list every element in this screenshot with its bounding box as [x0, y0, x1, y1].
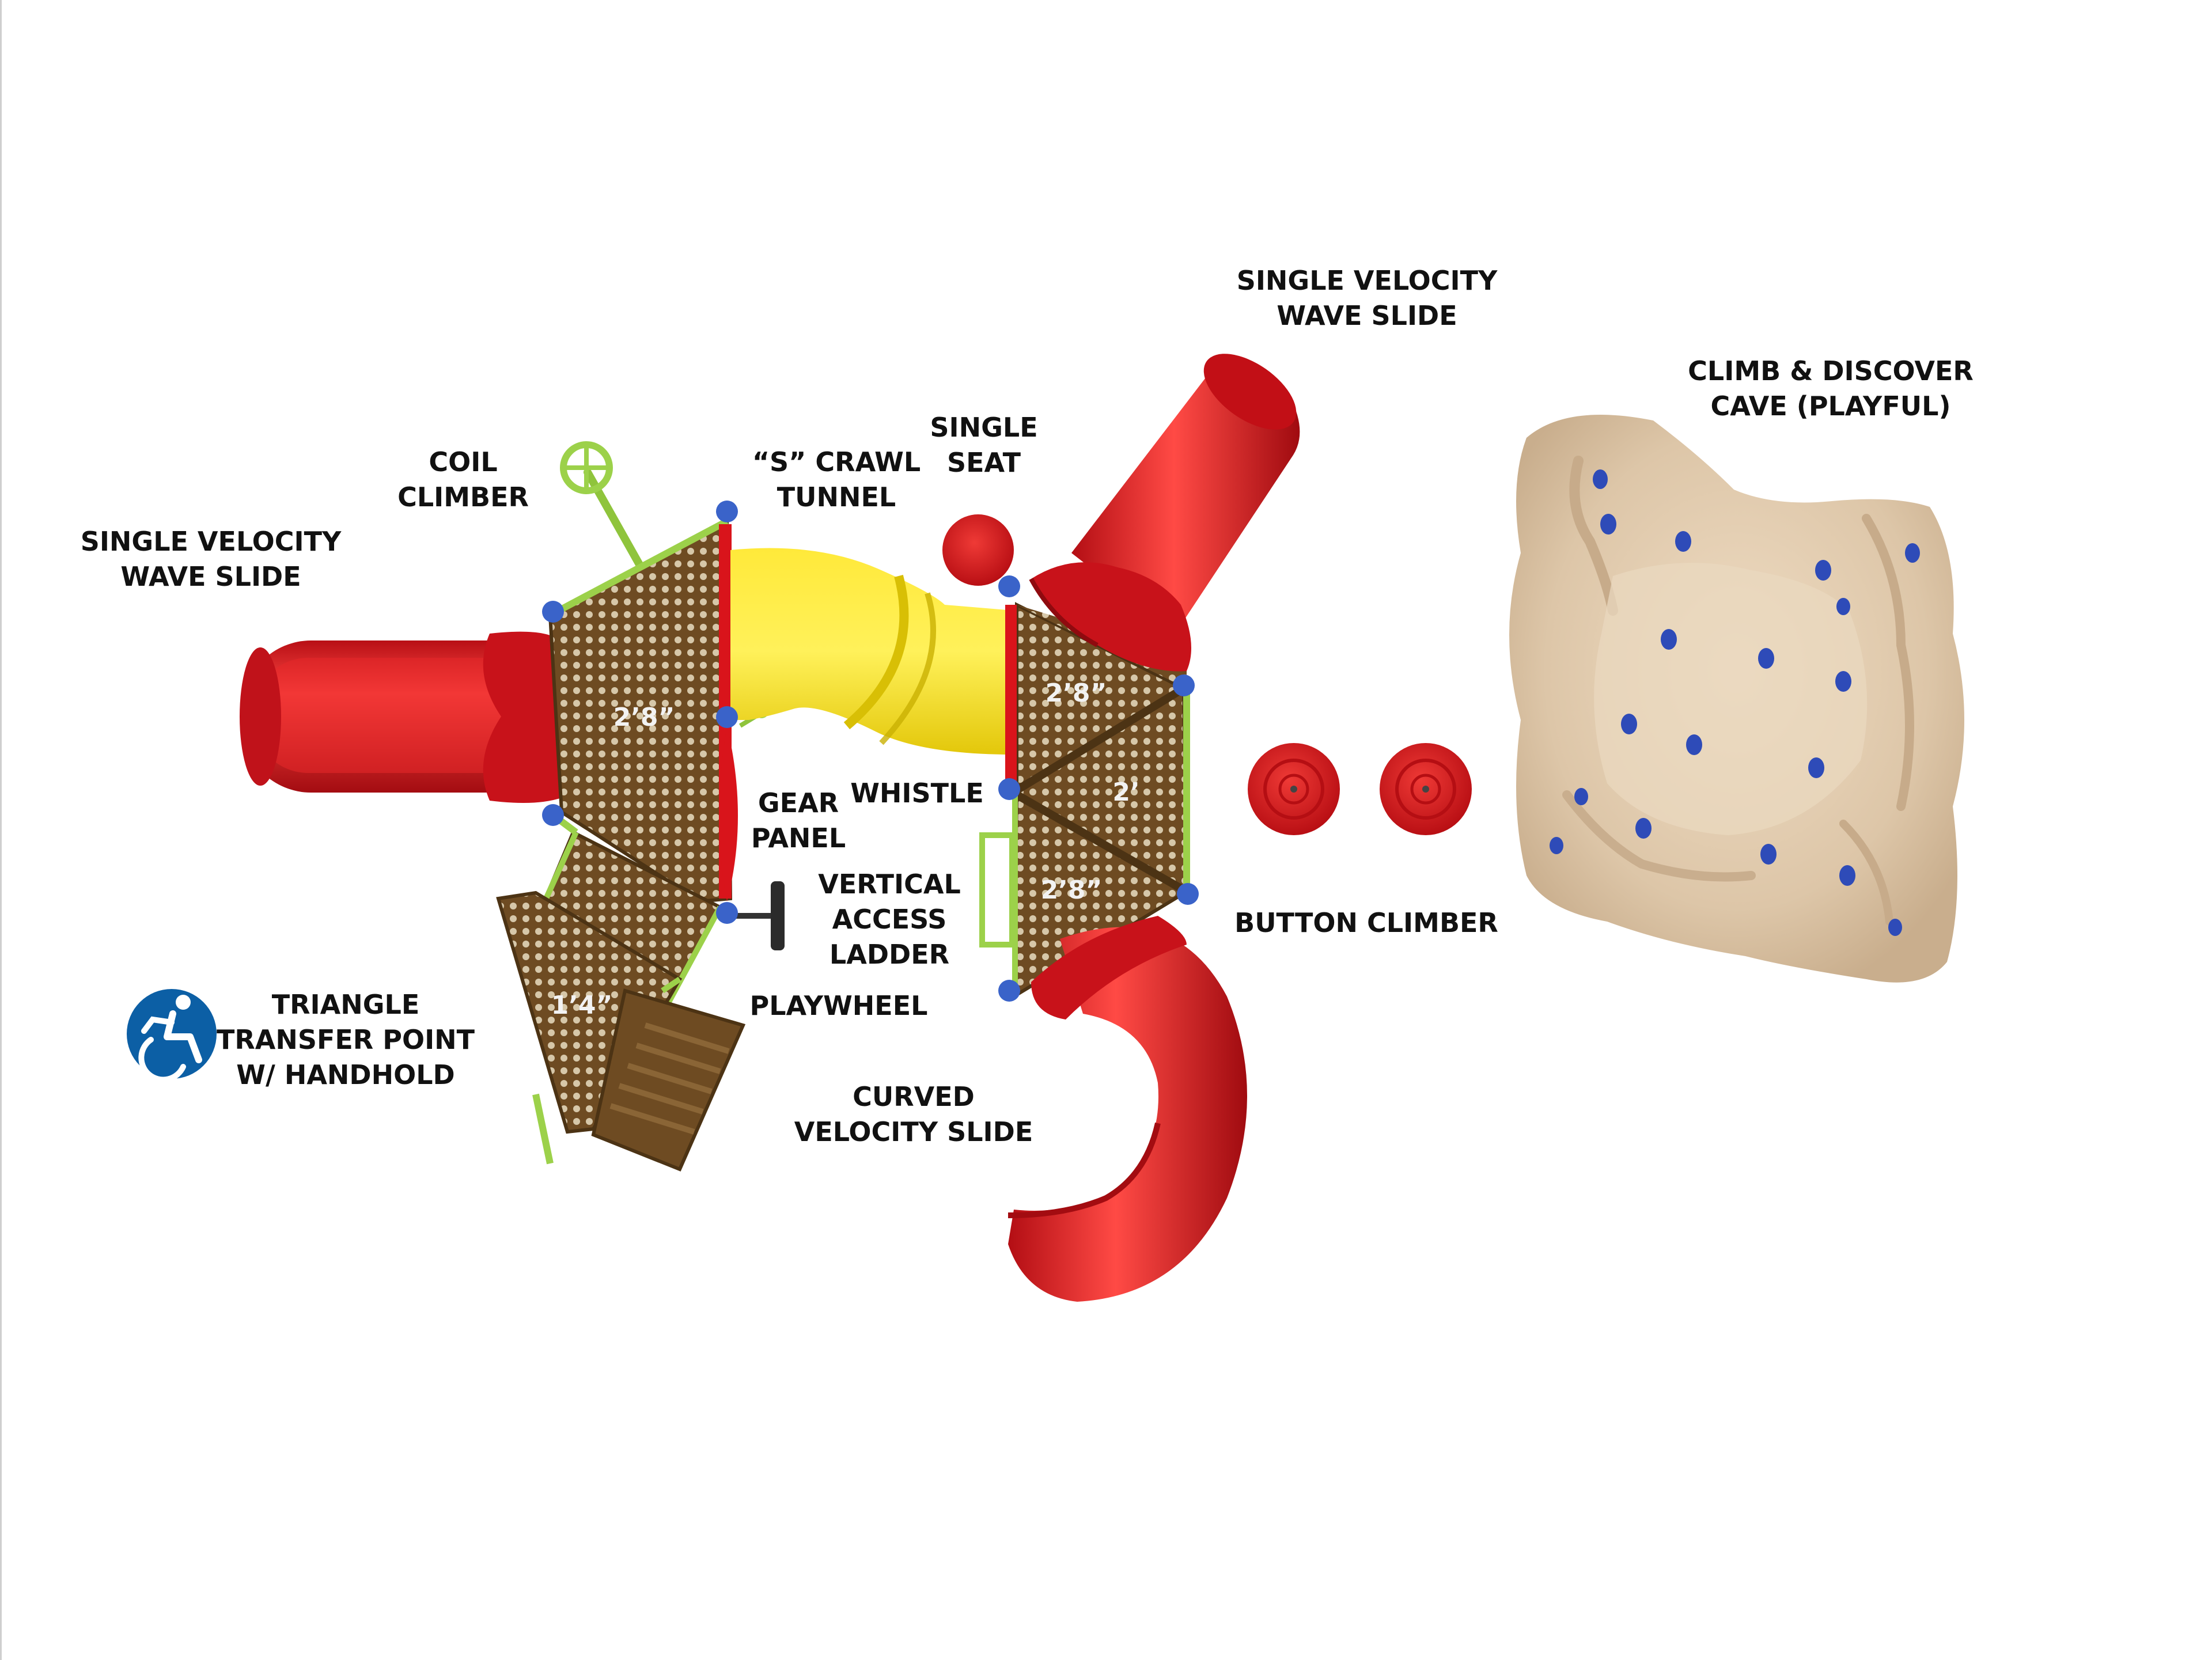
button-climbers [1248, 743, 1472, 835]
triangle-transfer-point [496, 890, 746, 1172]
right-top-deck-height: 2’8” [1046, 679, 1107, 708]
label-whistle: WHISTLE [850, 778, 984, 809]
top-wave-slide [1029, 354, 1300, 672]
wheelchair-accessibility-icon [127, 989, 217, 1083]
curved-velocity-slide [1007, 916, 1247, 1302]
left-deck [533, 518, 738, 1017]
coil-climber [560, 441, 643, 569]
vertical-access-ladder [979, 832, 1015, 948]
deck-posts [542, 501, 1199, 1002]
label-button-climber: BUTTON CLIMBER [1234, 907, 1498, 938]
right-bottom-deck-height: 2’8” [1041, 876, 1103, 905]
transfer-deck-height: 1’4” [551, 991, 613, 1020]
single-seat-part [942, 514, 1014, 586]
left-deck-height: 2’8” [613, 703, 675, 732]
label-playwheel: PLAYWHEEL [749, 990, 928, 1021]
cave-holds [1550, 469, 1920, 936]
climb-discover-cave [1509, 415, 1964, 983]
playwheel-part [730, 881, 785, 950]
right-middle-deck-height: 2’ [1112, 778, 1139, 807]
s-crawl-tunnel [730, 548, 1014, 755]
left-wave-slide [240, 631, 565, 803]
page-border [0, 0, 2, 1660]
right-deck [1005, 602, 1190, 1000]
